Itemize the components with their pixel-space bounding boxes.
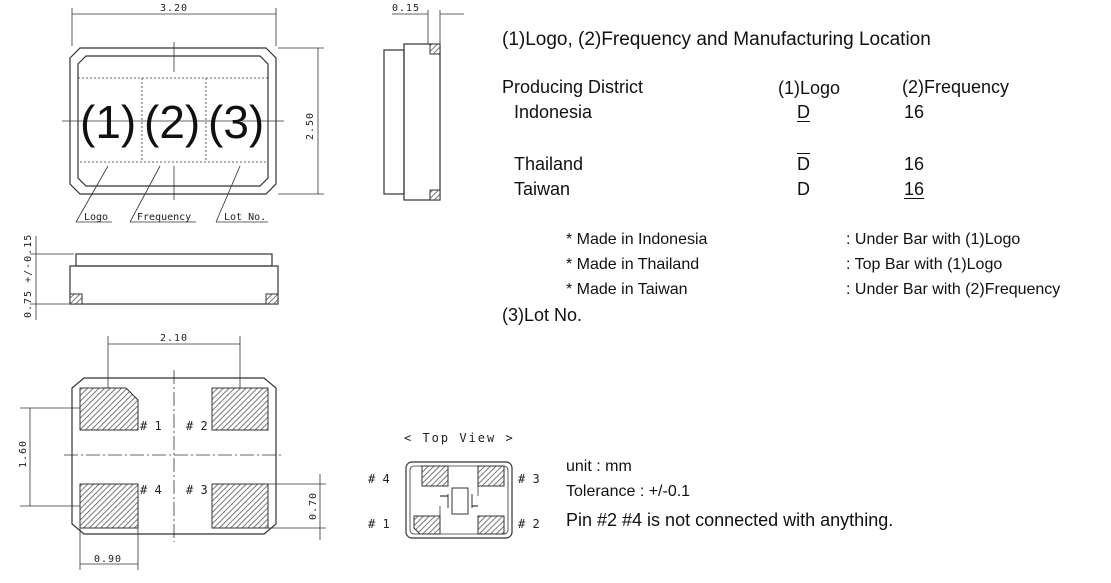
dim-pad-pitch-y: 1.60 xyxy=(18,440,29,468)
pad-1 xyxy=(79,387,139,431)
package-bottom-view xyxy=(64,370,284,542)
top-view-title: < Top View > xyxy=(404,431,515,445)
leader-frequency: Frequency xyxy=(137,212,191,223)
note-taiwan-rule: : Under Bar with (2)Frequency xyxy=(846,281,1061,298)
side-pad-bottom xyxy=(429,189,441,201)
tv-label-4: # 4 xyxy=(368,472,390,486)
pad-dimension-lines xyxy=(20,336,326,570)
tv-label-1: # 1 xyxy=(368,517,390,531)
note-thailand: * Made in Thailand xyxy=(566,256,700,273)
row-thailand-logo: D xyxy=(797,154,810,174)
marking-1: (1) xyxy=(80,96,136,148)
note-taiwan: * Made in Taiwan xyxy=(566,281,688,298)
col-district: Producing District xyxy=(502,77,644,97)
marking-title: (1)Logo, (2)Frequency and Manufacturing … xyxy=(502,29,931,50)
dim-pad-width: 0.90 xyxy=(94,554,122,565)
tv-label-3: # 3 xyxy=(518,472,540,486)
tv-pad-1 xyxy=(413,515,441,535)
top-view-package xyxy=(405,461,513,539)
pad-2 xyxy=(211,387,269,431)
marking-2: (2) xyxy=(144,96,200,148)
dim-width-lines xyxy=(71,8,277,46)
tv-label-2: # 2 xyxy=(518,517,540,531)
row-taiwan-freq: 16 xyxy=(904,179,925,199)
note-thailand-rule: : Top Bar with (1)Logo xyxy=(846,256,1003,273)
row-indonesia-logo: D xyxy=(797,102,810,122)
pad-4 xyxy=(79,483,139,529)
leader-lot-no: Lot No. xyxy=(224,212,266,223)
row-indonesia-district: Indonesia xyxy=(514,102,593,122)
package-top-view xyxy=(62,42,284,200)
pad-3 xyxy=(211,483,269,529)
row-taiwan-district: Taiwan xyxy=(514,179,571,199)
dim-pad-pitch-x: 2.10 xyxy=(160,333,188,344)
marking-3: (3) xyxy=(208,96,264,148)
col-frequency: (2)Frequency xyxy=(902,77,1010,97)
tv-pad-4 xyxy=(421,465,449,487)
row-taiwan-logo: D xyxy=(797,179,810,199)
pad-label-2: # 2 xyxy=(186,419,208,433)
pad-label-3: # 3 xyxy=(186,483,208,497)
package-side-view-right xyxy=(383,10,464,201)
lot-no-heading: (3)Lot No. xyxy=(502,305,583,325)
col-logo: (1)Logo xyxy=(778,78,841,98)
pad-label-4: # 4 xyxy=(140,483,162,497)
tolerance-note: Tolerance : +/-0.1 xyxy=(566,483,691,500)
pin-connection-note: Pin #2 #4 is not connected with anything… xyxy=(566,510,894,530)
side-pad-top xyxy=(429,43,441,55)
dim-height-lines xyxy=(278,47,324,195)
tv-pad-3 xyxy=(477,465,505,487)
dim-pad-height: 0.70 xyxy=(308,492,319,520)
front-pad-left xyxy=(69,293,83,305)
dim-height: 2.50 xyxy=(305,112,316,140)
row-thailand-freq: 16 xyxy=(904,154,925,174)
row-indonesia-freq: 16 xyxy=(904,102,925,122)
tv-pad-2 xyxy=(477,515,505,535)
dim-width: 3.20 xyxy=(160,3,188,14)
dim-package-height: 0.75 +/-0.15 xyxy=(23,234,34,318)
note-indonesia-rule: : Under Bar with (1)Logo xyxy=(846,231,1021,248)
pad-label-1: # 1 xyxy=(140,419,162,433)
dim-thickness: 0.15 xyxy=(392,3,420,14)
marking-leaders xyxy=(75,165,268,223)
package-side-view-front xyxy=(30,236,279,320)
note-indonesia: * Made in Indonesia xyxy=(566,231,708,248)
front-pad-right xyxy=(265,293,279,305)
unit-note: unit : mm xyxy=(566,458,632,475)
row-thailand-district: Thailand xyxy=(514,154,584,174)
leader-logo: Logo xyxy=(84,212,108,223)
